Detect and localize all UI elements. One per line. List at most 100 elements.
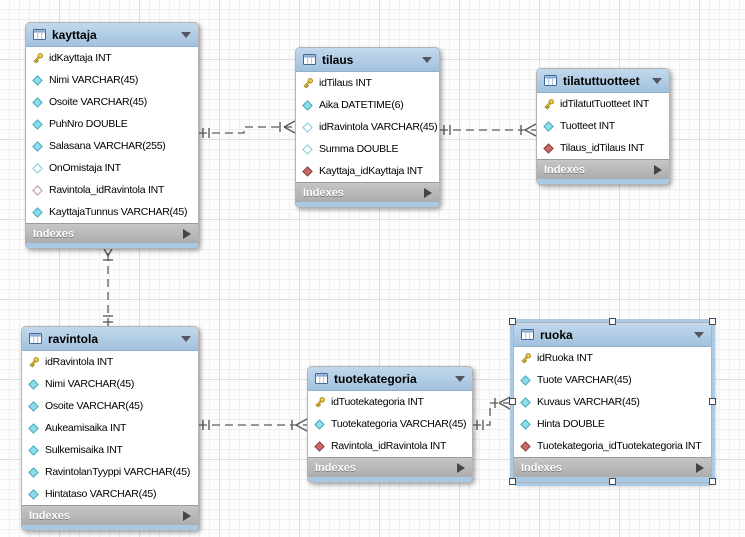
column-label: OnOmistaja INT [49, 162, 121, 174]
column-row[interactable]: Summa DOUBLE [296, 138, 439, 160]
rel-ravintola-kayttaja[interactable] [101, 244, 115, 326]
indexes-label: Indexes [33, 227, 74, 240]
collapse-triangle-down-icon[interactable] [455, 375, 465, 382]
indexes-section[interactable]: Indexes [22, 505, 198, 525]
selection-handle[interactable] [709, 398, 716, 405]
table-header[interactable]: kayttaja [26, 23, 198, 47]
expand-triangle-right-icon[interactable] [696, 462, 704, 473]
indexes-section[interactable]: Indexes [537, 159, 669, 179]
rel-kayttaja-tilaus[interactable] [199, 120, 296, 138]
indexes-section[interactable]: Indexes [308, 457, 472, 477]
column-row[interactable]: Hinta DOUBLE [514, 413, 711, 435]
table-header[interactable]: tilatuttuotteet [537, 69, 669, 93]
column-label: Ravintola_idRavintola INT [49, 184, 165, 196]
collapse-triangle-down-icon[interactable] [422, 56, 432, 63]
indexes-section[interactable]: Indexes [26, 223, 198, 243]
table-header[interactable]: tilaus [296, 48, 439, 72]
rel-tuotekategoria-ruoka[interactable] [473, 396, 511, 430]
column-row[interactable]: Ravintola_idRavintola INT [26, 179, 198, 201]
column-row[interactable]: Ravintola_idRavintola INT [308, 435, 472, 457]
column-row[interactable]: idRavintola INT [22, 351, 198, 373]
column-row[interactable]: idTilaus INT [296, 72, 439, 94]
column-row[interactable]: Nimi VARCHAR(45) [26, 69, 198, 91]
selection-handle[interactable] [609, 318, 616, 325]
filled-red-diamond-icon [543, 142, 554, 154]
column-label: PuhNro DOUBLE [49, 118, 128, 130]
filled-cyan-diamond-icon [543, 120, 554, 132]
column-row[interactable]: PuhNro DOUBLE [26, 113, 198, 135]
hollow-cyan-diamond-icon [302, 121, 313, 133]
column-label: Ravintola_idRavintola INT [331, 440, 447, 452]
column-row[interactable]: Aukeamisaika INT [22, 417, 198, 439]
column-label: idTilatutTuotteet INT [560, 98, 650, 110]
column-row[interactable]: Kuvaus VARCHAR(45) [514, 391, 711, 413]
column-label: Tuotekategoria_idTuotekategoria INT [537, 440, 702, 452]
expand-triangle-right-icon[interactable] [183, 510, 191, 521]
column-row[interactable]: Nimi VARCHAR(45) [22, 373, 198, 395]
column-row[interactable]: KayttajaTunnus VARCHAR(45) [26, 201, 198, 223]
table-header[interactable]: tuotekategoria [308, 367, 472, 391]
selection-handle[interactable] [709, 318, 716, 325]
column-row[interactable]: Aika DATETIME(6) [296, 94, 439, 116]
column-label: Tuotekategoria VARCHAR(45) [331, 418, 467, 430]
column-row[interactable]: Osoite VARCHAR(45) [22, 395, 198, 417]
column-label: Hintataso VARCHAR(45) [45, 488, 157, 500]
column-row[interactable]: idRavintola VARCHAR(45) [296, 116, 439, 138]
selection-handle[interactable] [509, 398, 516, 405]
column-row[interactable]: Hintataso VARCHAR(45) [22, 483, 198, 505]
rel-tilaus-tilatuttuotteet[interactable] [440, 123, 537, 137]
column-row[interactable]: Sulkemisaika INT [22, 439, 198, 461]
selection-handle[interactable] [509, 318, 516, 325]
column-row[interactable]: Tuotteet INT [537, 115, 669, 137]
expand-triangle-right-icon[interactable] [183, 228, 191, 239]
column-row[interactable]: Tuotekategoria_idTuotekategoria INT [514, 435, 711, 457]
selection-handle[interactable] [609, 478, 616, 485]
selection-handle[interactable] [709, 478, 716, 485]
column-row[interactable]: idTilatutTuotteet INT [537, 93, 669, 115]
collapse-triangle-down-icon[interactable] [181, 31, 191, 38]
indexes-section[interactable]: Indexes [514, 457, 711, 477]
table-header[interactable]: ravintola [22, 327, 198, 351]
filled-cyan-diamond-icon [32, 118, 43, 130]
table-tilatuttuotteet[interactable]: tilatuttuotteet idTilatutTuotteet INT Tuot… [536, 68, 670, 185]
column-row[interactable]: Salasana VARCHAR(255) [26, 135, 198, 157]
column-row[interactable]: Kayttaja_idKayttaja INT [296, 160, 439, 182]
column-row[interactable]: Osoite VARCHAR(45) [26, 91, 198, 113]
column-row[interactable]: Tilaus_idTilaus INT [537, 137, 669, 159]
table-tuotekategoria[interactable]: tuotekategoria idTuotekategoria INT Tuotek… [307, 366, 473, 483]
column-row[interactable]: Tuotekategoria VARCHAR(45) [308, 413, 472, 435]
column-row[interactable]: RavintolanTyyppi VARCHAR(45) [22, 461, 198, 483]
column-row[interactable]: Tuote VARCHAR(45) [514, 369, 711, 391]
column-label: idRavintola INT [45, 356, 114, 368]
column-label: Kuvaus VARCHAR(45) [537, 396, 640, 408]
column-label: idTuotekategoria INT [331, 396, 424, 408]
expand-triangle-right-icon[interactable] [654, 164, 662, 175]
rel-ravintola-tuotekategoria[interactable] [199, 418, 308, 432]
selection-handle[interactable] [509, 478, 516, 485]
column-label: Summa DOUBLE [319, 143, 399, 155]
table-ravintola[interactable]: ravintola idRavintola INT Nimi VARCHAR(45)… [21, 326, 199, 531]
column-row[interactable]: idTuotekategoria INT [308, 391, 472, 413]
expand-triangle-right-icon[interactable] [424, 187, 432, 198]
column-label: Kayttaja_idKayttaja INT [319, 165, 423, 177]
collapse-triangle-down-icon[interactable] [181, 335, 191, 342]
filled-red-diamond-icon [302, 165, 313, 177]
indexes-section[interactable]: Indexes [296, 182, 439, 202]
column-row[interactable]: OnOmistaja INT [26, 157, 198, 179]
indexes-label: Indexes [29, 509, 70, 522]
table-header[interactable]: ruoka [514, 323, 711, 347]
filled-cyan-diamond-icon [314, 418, 325, 430]
filled-cyan-diamond-icon [28, 488, 39, 500]
key-icon [302, 78, 313, 89]
column-row[interactable]: idRuoka INT [514, 347, 711, 369]
collapse-triangle-down-icon[interactable] [652, 77, 662, 84]
filled-cyan-diamond-icon [28, 400, 39, 412]
column-row[interactable]: idKayttaja INT [26, 47, 198, 69]
collapse-triangle-down-icon[interactable] [694, 331, 704, 338]
expand-triangle-right-icon[interactable] [457, 462, 465, 473]
